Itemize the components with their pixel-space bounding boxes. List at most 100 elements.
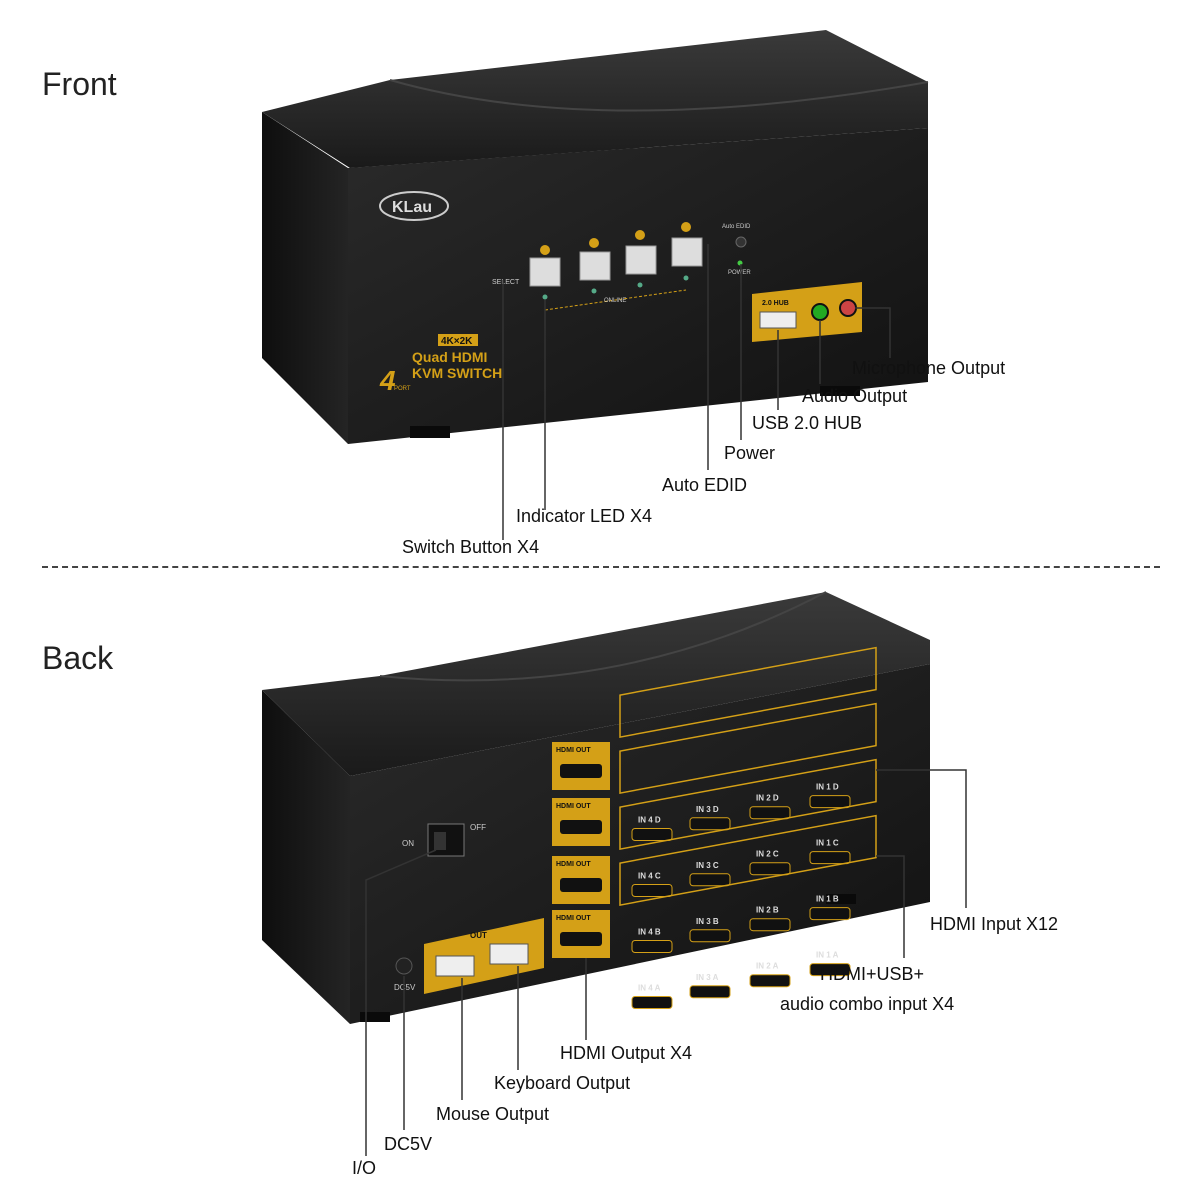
hdmi-input-port[interactable] bbox=[809, 907, 851, 921]
hdmi-input-grid: IN 4 D IN 3 D IN 2 D IN 1 D IN 4 C IN 3 C IN 2… bbox=[619, 646, 877, 1010]
hdmi-input-label: IN 3 C bbox=[696, 861, 719, 870]
hdmi-input-callout: HDMI Input X12 bbox=[930, 914, 1059, 934]
switch-buttons bbox=[529, 222, 703, 311]
hdmi-input-port[interactable] bbox=[631, 940, 673, 954]
hdmi-input-port[interactable] bbox=[809, 851, 851, 865]
hdmi-output-column: HDMI OUT HDMI OUT HDMI OUT HDMI OUT bbox=[552, 742, 610, 958]
hdmi-input-label: IN 2 A bbox=[756, 962, 779, 971]
hdmi-input-port[interactable] bbox=[809, 963, 851, 977]
back-device: ON OFF DC5V OUT HDMI OUT HDMI OUT bbox=[262, 591, 930, 1024]
brand-logo bbox=[379, 191, 449, 221]
hub-label: 2.0 HUB bbox=[762, 300, 789, 307]
hdmi-input-port[interactable] bbox=[631, 996, 673, 1010]
power-callout: Power bbox=[724, 443, 776, 463]
hdmi-input-callout-line bbox=[876, 769, 967, 908]
dc-label: DC5V bbox=[394, 983, 416, 992]
hdmi-input-label: IN 4 D bbox=[638, 816, 661, 825]
hdmi-out-a-port[interactable] bbox=[560, 932, 602, 946]
hdmi-input-port[interactable] bbox=[689, 817, 731, 831]
hdmi-input-label: IN 2 D bbox=[756, 794, 779, 803]
hdmi-input-label: IN 1 D bbox=[816, 783, 839, 792]
back-foot-left bbox=[360, 1012, 390, 1022]
input-row-b bbox=[619, 758, 877, 850]
front-left-side bbox=[262, 112, 348, 444]
switch-callout: Switch Button X4 bbox=[402, 537, 540, 557]
combo-callout-line1: HDMI+USB+ bbox=[820, 964, 925, 984]
audio-callout: Audio Output bbox=[802, 386, 908, 406]
product-line1: Quad HDMI bbox=[412, 349, 487, 365]
port-word: PORT bbox=[394, 386, 411, 392]
power-switch-rocker bbox=[434, 832, 446, 850]
hdmi-input-port[interactable] bbox=[809, 795, 851, 809]
indicator-led-4 bbox=[683, 275, 689, 281]
front-callout-lines bbox=[502, 244, 891, 540]
input-row-c bbox=[619, 702, 877, 794]
back-left-side bbox=[262, 690, 350, 1024]
hdmi-input-label: IN 3 D bbox=[696, 805, 719, 814]
product-line2: KVM SWITCH bbox=[412, 365, 502, 381]
front-top bbox=[262, 30, 928, 168]
back-foot-right bbox=[826, 894, 856, 904]
hdmi-out-d-label: HDMI OUT bbox=[556, 747, 591, 754]
hdmi-out-b-label: HDMI OUT bbox=[556, 861, 591, 868]
back-callout-lines bbox=[365, 769, 967, 1156]
button-number-1 bbox=[540, 245, 550, 255]
dc-jack[interactable] bbox=[395, 957, 413, 975]
front-device: KLau SELECT ONLINE Auto EDID bbox=[262, 30, 929, 444]
hdmi-input-port[interactable] bbox=[631, 828, 673, 842]
usb-hub-port[interactable] bbox=[759, 311, 797, 329]
microphone-jack[interactable] bbox=[839, 299, 857, 317]
indicator-callout: Indicator LED X4 bbox=[516, 506, 653, 526]
hdmi-input-port[interactable] bbox=[689, 985, 731, 999]
hdmi-input-label: IN 4 C bbox=[638, 872, 661, 881]
button-number-4 bbox=[681, 222, 691, 232]
indicator-led-3 bbox=[637, 282, 643, 288]
online-line bbox=[544, 289, 687, 311]
input-row-d bbox=[619, 646, 877, 738]
front-section-title: Front bbox=[42, 66, 117, 102]
io-callout-line bbox=[365, 849, 437, 1156]
hdmi-input-label: IN 2 C bbox=[756, 850, 779, 859]
switch-off-label: OFF bbox=[470, 823, 486, 832]
keyboard-port[interactable] bbox=[489, 943, 529, 965]
auto-edid-button[interactable] bbox=[735, 236, 747, 248]
button-number-2 bbox=[589, 238, 599, 248]
hdmi-input-port[interactable] bbox=[749, 806, 791, 820]
hdmi-out-d-port[interactable] bbox=[560, 764, 602, 778]
back-top-ridge bbox=[379, 591, 827, 682]
mouse-callout: Mouse Output bbox=[436, 1104, 550, 1124]
usb-callout: USB 2.0 HUB bbox=[752, 413, 863, 433]
hdmi-input-label: IN 1 A bbox=[816, 951, 839, 960]
power-label: POWER bbox=[728, 270, 751, 276]
back-section-title: Back bbox=[42, 640, 114, 676]
switch-button-2[interactable] bbox=[579, 251, 611, 281]
mouse-port[interactable] bbox=[435, 955, 475, 977]
back-top bbox=[262, 592, 930, 776]
hdmi-out-c-port[interactable] bbox=[560, 820, 602, 834]
hdmi-input-port[interactable] bbox=[749, 974, 791, 988]
hdmi-input-port[interactable] bbox=[689, 929, 731, 943]
hdmi-input-label: IN 4 B bbox=[638, 928, 661, 937]
dc5v-callout: DC5V bbox=[384, 1134, 433, 1154]
switch-button-3[interactable] bbox=[625, 245, 657, 275]
hdmi-input-port[interactable] bbox=[749, 918, 791, 932]
hdmi-out-b-port[interactable] bbox=[560, 878, 602, 892]
front-foot-right bbox=[820, 386, 860, 396]
hdmi-input-port[interactable] bbox=[631, 884, 673, 898]
hdmi-input-port[interactable] bbox=[689, 873, 731, 887]
hdmi-input-label: IN 2 B bbox=[756, 906, 779, 915]
front-foot-left bbox=[410, 426, 450, 438]
combo-callout-line bbox=[876, 855, 905, 958]
keyboard-callout: Keyboard Output bbox=[494, 1073, 631, 1093]
audio-jack[interactable] bbox=[811, 303, 829, 321]
hdmi-input-port[interactable] bbox=[749, 862, 791, 876]
hdmi-input-label: IN 1 C bbox=[816, 839, 839, 848]
switch-button-1[interactable] bbox=[529, 257, 561, 287]
combo-callout-line2: audio combo input X4 bbox=[780, 994, 955, 1014]
hdmi-input-label: IN 4 A bbox=[638, 984, 661, 993]
switch-button-4[interactable] bbox=[671, 237, 703, 267]
microphone-callout-line bbox=[855, 307, 891, 358]
io-callout: I/O bbox=[352, 1158, 377, 1178]
